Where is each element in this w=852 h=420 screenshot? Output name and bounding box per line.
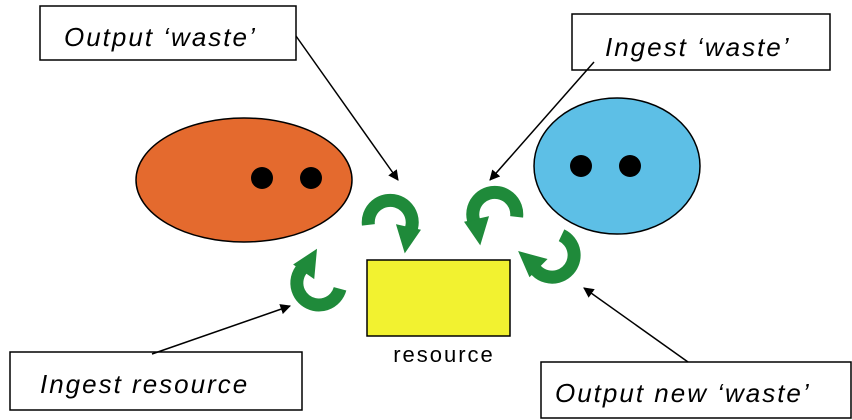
cycle-arrow-ingest-resource-icon [281, 244, 351, 313]
cycle-arrow-output-new-waste-icon [511, 221, 583, 293]
label-output-waste: Output ‘waste’ [64, 22, 257, 52]
cycle-arrow-output-waste-icon [365, 197, 424, 253]
label-ingest-resource: Ingest resource [40, 369, 249, 399]
pointer-output-new-waste [583, 287, 689, 363]
pointer-output-waste [295, 35, 399, 181]
label-output-new-waste: Output new ‘waste’ [555, 378, 811, 408]
resource-box [366, 259, 511, 337]
left-organism-icon [135, 117, 353, 243]
label-box-ingest-waste [571, 13, 831, 71]
label-ingest-waste: Ingest ‘waste’ [605, 32, 791, 62]
pointer-ingest-resource [151, 304, 291, 355]
label-box-output-waste [39, 5, 297, 61]
right-organism-icon [533, 97, 701, 235]
label-box-output-new-waste [540, 361, 852, 419]
resource-label: resource [393, 342, 495, 367]
cycle-arrow-ingest-waste-icon [461, 189, 520, 245]
pointer-ingest-waste [489, 61, 595, 181]
